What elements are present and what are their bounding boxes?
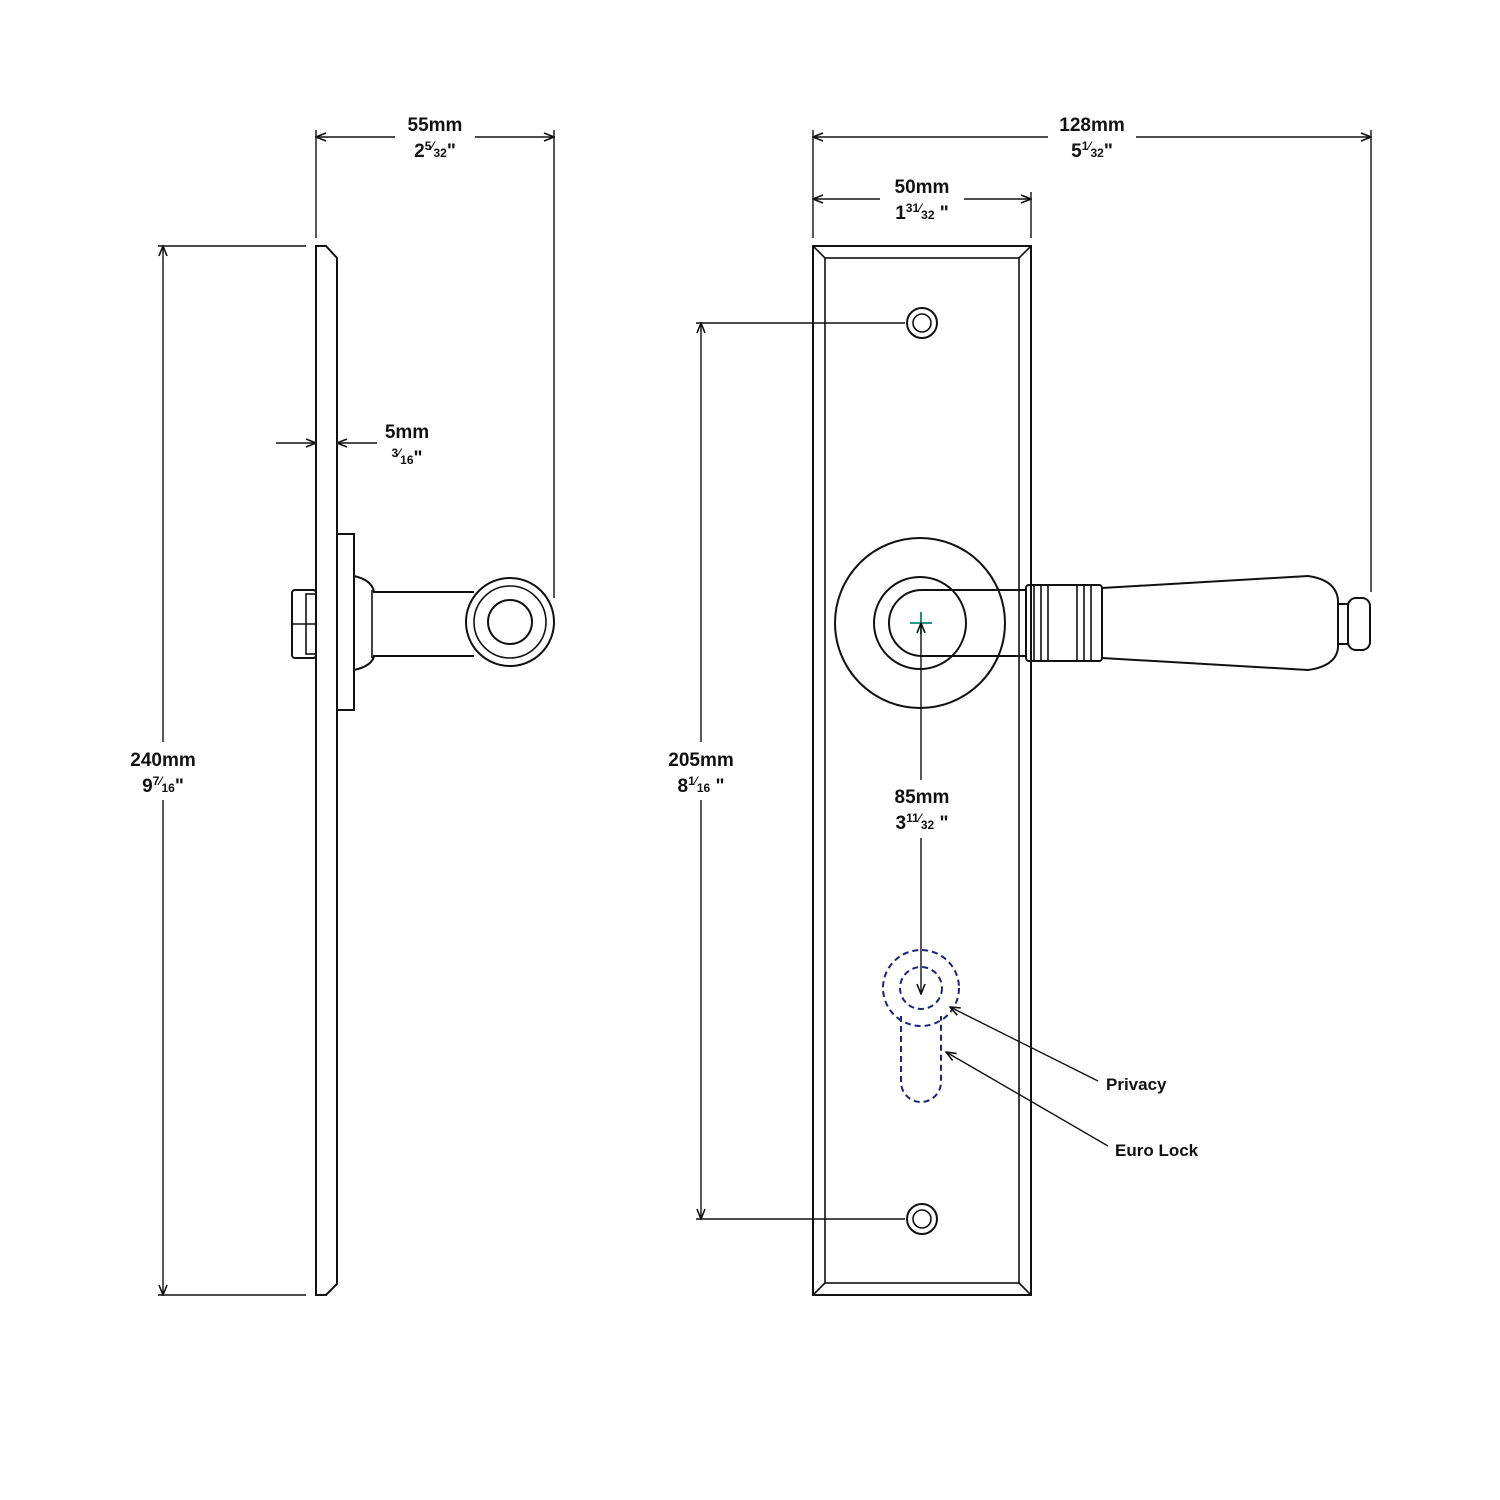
dim-side-width-mm: 55mm: [408, 115, 463, 136]
dim-side-thickness: 5mm 3⁄16": [276, 422, 429, 469]
front-fixing-hole-top: [906, 307, 938, 339]
front-privacy-outline: [882, 949, 960, 1027]
dim-side-height-in: 97⁄16": [142, 774, 184, 797]
side-lever-arm: [353, 575, 474, 671]
dim-front-overall-width-mm: 128mm: [1059, 115, 1125, 136]
dim-front-plate-width-in: 131⁄32 ": [895, 201, 949, 224]
dim-front-plate-width: 50mm 131⁄32 ": [813, 177, 1031, 238]
side-backplate: [315, 245, 338, 1296]
dim-side-height-mm: 240mm: [130, 750, 196, 771]
front-backplate: [812, 245, 1032, 1296]
callout-privacy-label: Privacy: [1106, 1075, 1167, 1094]
dim-side-height: 240mm 97⁄16": [130, 246, 306, 1295]
side-spindle: [291, 589, 317, 659]
dim-front-plate-width-mm: 50mm: [895, 177, 950, 198]
front-lever: [888, 574, 1371, 672]
dim-side-width-in: 25⁄32": [414, 139, 456, 162]
side-lever-end: [465, 577, 555, 667]
dim-front-overall-width-in: 51⁄32": [1071, 139, 1113, 162]
side-view: 55mm 25⁄32" 240mm 97⁄16" 5mm 3⁄16": [130, 115, 555, 1296]
front-euro-lock-outline: [900, 1016, 942, 1103]
dim-front-fixing-centres: 205mm 81⁄16 ": [668, 323, 905, 1219]
front-rose: [834, 537, 1006, 709]
dim-front-fixing-centres-mm: 205mm: [668, 750, 734, 771]
dim-front-backset-in: 311⁄32 ": [896, 811, 949, 834]
dim-front-fixing-centres-in: 81⁄16 ": [678, 774, 725, 797]
callout-privacy: Privacy: [950, 1007, 1167, 1094]
dim-front-backset: 85mm 311⁄32 ": [895, 623, 950, 994]
dim-side-thickness-mm: 5mm: [385, 422, 429, 443]
front-fixing-hole-bottom: [906, 1203, 938, 1235]
front-view: 128mm 51⁄32" 50mm 131⁄32 " 205mm 81⁄16 "…: [668, 115, 1371, 1296]
dim-side-width: 55mm 25⁄32": [316, 115, 554, 598]
callout-euro-lock: Euro Lock: [946, 1052, 1199, 1160]
dim-side-thickness-in: 3⁄16": [391, 446, 422, 469]
dim-front-backset-mm: 85mm: [895, 787, 950, 808]
side-rose: [336, 533, 355, 711]
callout-euro-lock-label: Euro Lock: [1115, 1141, 1199, 1160]
dim-front-overall-width: 128mm 51⁄32": [813, 115, 1371, 592]
